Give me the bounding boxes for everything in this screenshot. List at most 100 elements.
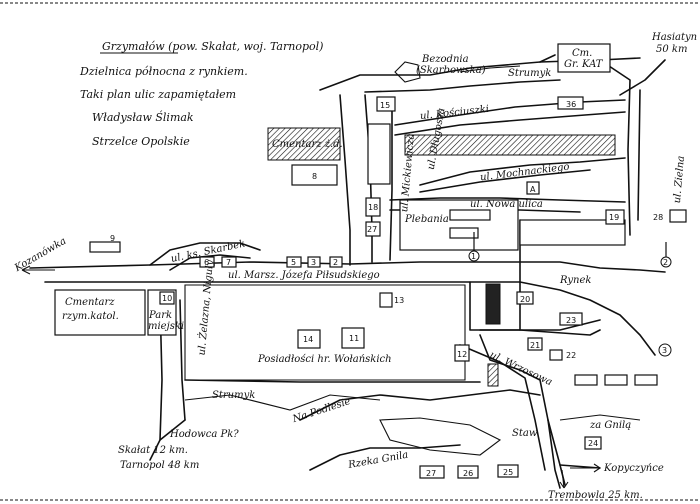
label-hodowca: Hodowca Pk? (169, 429, 239, 440)
svg-text:3: 3 (662, 346, 667, 355)
box-cm-gr-kat (557, 43, 611, 73)
label-6: 6 (204, 258, 209, 267)
label-21: 21 (530, 341, 540, 350)
label-zielna: ul. Żelazna, Niguły (196, 259, 216, 356)
label-27a: 27 (367, 225, 377, 234)
building-east-1 (574, 374, 598, 386)
label-18: 18 (368, 203, 378, 212)
arrow-kozanowka (21, 265, 55, 275)
marker-1: 1 (468, 232, 480, 262)
label-gr-kat: Gr. KAT (564, 59, 604, 70)
river-gnila (299, 389, 541, 421)
building-3 (307, 256, 321, 268)
label-pilsudskiego: ul. Marsz. Józefa Piłsudskiego (228, 270, 380, 281)
building-21 (527, 337, 543, 351)
label-bezodnia: Bezodnia (421, 54, 469, 65)
estate-block (184, 284, 466, 381)
label-14: 14 (303, 335, 313, 344)
road-mochnackiego-2 (419, 169, 591, 193)
label-A: A (530, 185, 536, 194)
svg-text:1: 1 (471, 252, 476, 261)
building-26 (457, 465, 479, 479)
label-7: 7 (226, 258, 231, 267)
building-15 (376, 96, 396, 112)
road-kosciuszki-2 (394, 111, 626, 136)
building-27a (365, 221, 381, 237)
building-27b (419, 465, 445, 479)
label-20: 20 (520, 295, 530, 304)
label-24: 24 (588, 439, 598, 448)
building-east-2 (604, 374, 628, 386)
road-top-inner (364, 79, 561, 93)
building-20 (485, 283, 501, 325)
label-kopyczynce: Kopyczyńce (603, 463, 664, 474)
building-10 (159, 291, 175, 305)
road-mochnackiego (419, 157, 626, 186)
label-park-2: miejski (148, 321, 184, 332)
block-cmentarz-rzym (54, 289, 146, 336)
marker-3: 3 (658, 343, 672, 357)
building-5 (286, 256, 302, 268)
building-12 (454, 344, 470, 362)
building-A (526, 181, 540, 195)
label-strumyk-south: Strumyk (212, 390, 255, 401)
label-posiadlosci: Posiadłości hr. Wołańskich (257, 354, 392, 365)
road-nowa (389, 197, 626, 203)
label-11: 11 (349, 334, 359, 343)
road-south-west (184, 379, 481, 383)
stream-south (184, 394, 381, 411)
arrow-trembowla (559, 469, 569, 489)
label-strumyk-north: Strumyk (508, 68, 551, 79)
rynek-south (479, 319, 601, 331)
label-28: 28 (653, 213, 663, 222)
label-19: 19 (609, 213, 619, 222)
label-9: 9 (110, 234, 115, 243)
building-11 (341, 327, 365, 349)
label-cmentarz-zyd: Cmentarz ż.d. (272, 139, 343, 150)
label-nowa: ul. Nowa ulica (470, 199, 543, 210)
building-18 (365, 197, 381, 217)
label-5: 5 (291, 258, 296, 267)
hatched-strip (487, 363, 499, 387)
building-east-3 (634, 374, 658, 386)
label-3: 3 (311, 258, 316, 267)
label-plebania: Plebania (404, 214, 449, 225)
block-kosciuszki (367, 123, 391, 185)
label-rzeka-gnila: Rzeka Gnila (347, 450, 410, 472)
road-pilsudskiego-n (29, 261, 521, 269)
building-24 (584, 436, 602, 450)
label-tarnopol: Tarnopol 48 km (120, 460, 199, 471)
block-8 (291, 164, 338, 186)
road-kosciuszki (394, 99, 626, 126)
road-hasiatyn-2 (619, 59, 666, 96)
road-rynek-east-2 (519, 281, 656, 356)
arrow-kopyczynce (570, 463, 601, 473)
label-hasiatyn: Hasiatyn (651, 32, 697, 43)
label-trembowla: Trembowla 25 km. (548, 490, 643, 501)
building-9 (89, 241, 121, 253)
building-14 (297, 329, 321, 349)
building-6 (199, 256, 215, 268)
label-12: 12 (457, 350, 467, 359)
label-rynek: Rynek (559, 275, 591, 286)
label-park: Park (148, 310, 172, 321)
box-20 (516, 291, 534, 305)
label-cmentarz-rzym-2: rzym.katol. (62, 311, 119, 322)
label-27b: 27 (426, 469, 436, 478)
road-rynek-east (519, 261, 666, 273)
road-mickiewicza-w (339, 94, 351, 266)
road-skarbek (149, 242, 261, 266)
road-zielna-e (179, 299, 186, 421)
author-city: Strzelce Opolskie (92, 135, 190, 148)
road-trembowla (547, 419, 561, 489)
label-13: 13 (394, 296, 404, 305)
road-to-cemetery (539, 54, 556, 63)
label-na-podlesie: Na Podlesie (291, 396, 352, 425)
label-cmentarz-rzym: Cmentarz (65, 297, 115, 308)
bezodnia-pond (394, 61, 421, 83)
label-za-gnila: za Gnilą (589, 420, 631, 431)
block-cmentarz-zyd (267, 127, 341, 161)
label-36: 36 (566, 100, 576, 109)
label-skalat: Skałat 12 km. (118, 445, 188, 456)
